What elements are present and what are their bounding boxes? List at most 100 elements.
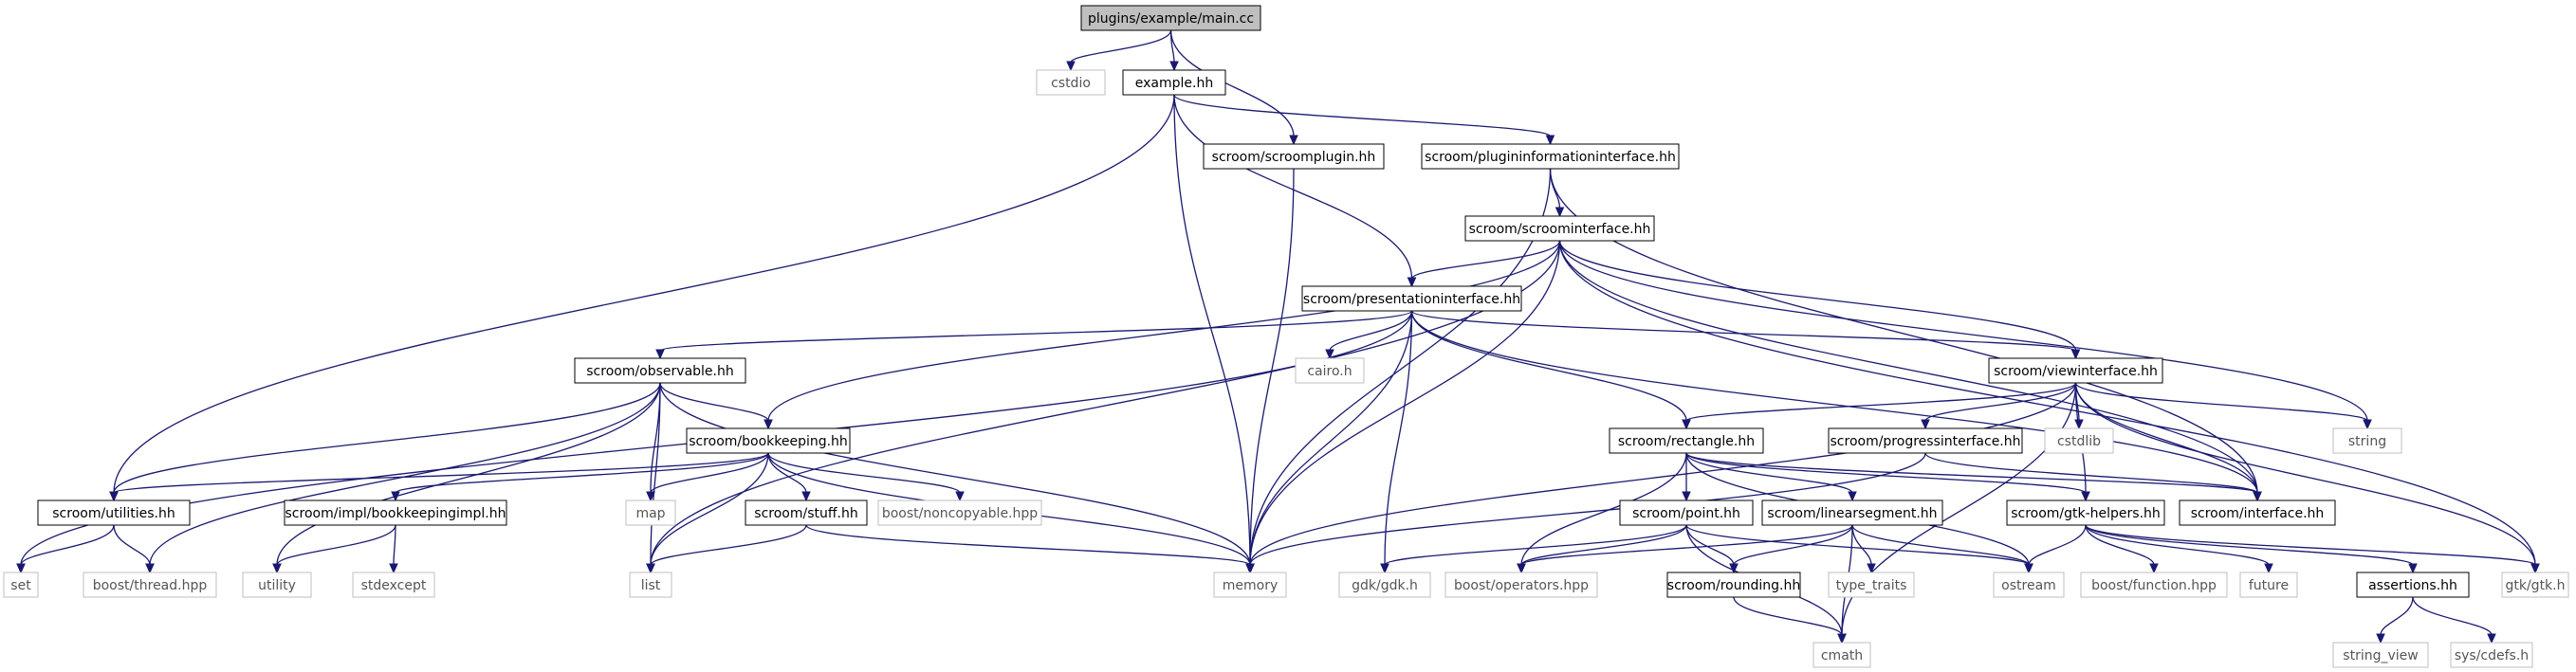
edge-gtkhelpers-to-gtk <box>2085 524 2536 566</box>
node-box-list <box>629 572 672 598</box>
node-label-main: plugins/example/main.cc <box>1088 11 1254 27</box>
edge-presentation-to-interface <box>1410 310 2258 494</box>
node-box-function <box>2080 572 2228 598</box>
node-label-gtk: gtk/gtk.h <box>2505 578 2565 593</box>
node-box-string <box>2332 427 2402 454</box>
arrowhead-gtkhelpers-to-ostream <box>2024 563 2033 574</box>
node-stuff[interactable]: scroom/stuff.hh <box>745 499 868 526</box>
node-bkimpl[interactable]: scroom/impl/bookkeepingimpl.hh <box>284 499 507 526</box>
edge-gtkhelpers-to-function <box>2085 524 2155 566</box>
edge-viewinterface-to-string <box>2074 382 2368 422</box>
node-scroominterface[interactable]: scroom/scroominterface.hh <box>1464 215 1655 242</box>
node-label-progressinterface: scroom/progressinterface.hh <box>1831 434 2021 449</box>
edge-utilities-to-thread <box>113 524 151 566</box>
node-point[interactable]: scroom/point.hh <box>1619 499 1754 526</box>
node-stdexcept: stdexcept <box>352 572 435 598</box>
node-box-plugininfo <box>1421 143 1680 170</box>
node-box-operators <box>1444 572 1598 598</box>
edge-layer <box>16 29 2540 645</box>
node-box-main <box>1080 5 1261 31</box>
node-label-linearsegment: scroom/linearsegment.hh <box>1767 506 1937 521</box>
edge-scroomplugin-to-memory <box>1249 168 1295 566</box>
edge-observable-to-utility <box>276 382 661 566</box>
node-viewinterface[interactable]: scroom/viewinterface.hh <box>1988 357 2163 384</box>
node-label-observable: scroom/observable.hh <box>586 364 734 379</box>
node-interface[interactable]: scroom/interface.hh <box>2179 499 2336 526</box>
node-string-view: string_view <box>2332 642 2429 668</box>
node-example[interactable]: example.hh <box>1122 69 1226 96</box>
node-label-example: example.hh <box>1135 76 1213 91</box>
node-label-plugininfo: scroom/plugininformationinterface.hh <box>1425 150 1676 165</box>
edge-main-to-cstdio <box>1070 29 1172 64</box>
node-gtkhelpers[interactable]: scroom/gtk-helpers.hh <box>2006 499 2165 526</box>
node-label-string: string <box>2348 434 2386 449</box>
node-box-utilities <box>37 499 191 526</box>
node-label-utility: utility <box>258 578 296 593</box>
node-box-presentation <box>1301 285 1522 312</box>
arrowhead-observable-to-bookkeeping <box>764 419 773 430</box>
node-rounding[interactable]: scroom/rounding.hh <box>1666 572 1801 598</box>
edge-presentation-to-gdk <box>1384 310 1413 566</box>
node-bookkeeping[interactable]: scroom/bookkeeping.hh <box>686 427 851 454</box>
node-box-scroominterface <box>1464 215 1655 242</box>
node-box-cstdlib <box>2044 427 2114 454</box>
node-type-traits: type_traits <box>1828 572 1915 598</box>
arrowhead-rectangle-to-gtkhelpers <box>2081 491 2090 502</box>
node-box-gdk <box>1338 572 1431 598</box>
node-label-cmath: cmath <box>1821 648 1863 663</box>
node-assertions[interactable]: assertions.hh <box>2356 572 2470 598</box>
arrowhead-rectangle-to-linearsegment <box>1848 491 1857 502</box>
arrowhead-bkimpl-to-stdexcept <box>389 563 398 574</box>
node-list: list <box>629 572 672 598</box>
node-label-rectangle: scroom/rectangle.hh <box>1618 434 1755 449</box>
edge-rounding-to-cmath <box>1733 596 1843 636</box>
node-plugininfo[interactable]: scroom/plugininformationinterface.hh <box>1421 143 1680 170</box>
node-gdk: gdk/gdk.h <box>1338 572 1431 598</box>
node-utilities[interactable]: scroom/utilities.hh <box>37 499 191 526</box>
arrowhead-bkimpl-to-utility <box>272 563 282 574</box>
node-label-operators: boost/operators.hpp <box>1454 578 1589 593</box>
arrowhead-main-to-scroomplugin <box>1289 135 1298 146</box>
node-gtk: gtk/gtk.h <box>2501 572 2569 598</box>
node-observable[interactable]: scroom/observable.hh <box>574 357 746 384</box>
arrowhead-scroominterface-to-presentation <box>1407 277 1417 288</box>
edge-observable-to-map <box>650 382 661 494</box>
node-label-set: set <box>10 578 31 593</box>
node-box-string-view <box>2332 642 2429 668</box>
node-memory: memory <box>1213 572 1287 598</box>
node-box-map <box>625 499 676 526</box>
node-label-presentation: scroom/presentationinterface.hh <box>1303 292 1520 307</box>
arrowhead-example-to-plugininfo <box>1545 135 1555 146</box>
arrowhead-viewinterface-to-string <box>2363 419 2372 430</box>
node-label-stuff: scroom/stuff.hh <box>754 506 857 521</box>
edge-observable-to-bookkeeping <box>659 382 769 422</box>
node-label-function: boost/function.hpp <box>2091 578 2217 593</box>
node-label-cdefs: sys/cdefs.h <box>2455 648 2529 663</box>
node-linearsegment[interactable]: scroom/linearsegment.hh <box>1761 499 1943 526</box>
arrowhead-gtkhelpers-to-function <box>2149 563 2159 574</box>
edge-point-to-gdk <box>1384 524 1687 566</box>
edge-viewinterface-to-gtk <box>2074 382 2536 566</box>
edge-observable-to-list <box>650 382 661 566</box>
arrowhead-rounding-to-cmath <box>1837 633 1847 645</box>
edge-bookkeeping-to-map <box>650 452 769 494</box>
node-label-gdk: gdk/gdk.h <box>1352 578 1418 593</box>
edge-rectangle-to-interface <box>1685 452 2258 494</box>
node-main[interactable]: plugins/example/main.cc <box>1080 5 1261 31</box>
node-presentation[interactable]: scroom/presentationinterface.hh <box>1301 285 1522 312</box>
node-label-assertions: assertions.hh <box>2368 578 2457 593</box>
arrowhead-gtkhelpers-to-future <box>2264 563 2273 574</box>
edge-progressinterface-to-memory <box>1249 452 1926 566</box>
node-scroomplugin[interactable]: scroom/scroomplugin.hh <box>1203 143 1385 170</box>
arrowhead-bookkeeping-to-stuff <box>801 491 811 502</box>
arrowhead-viewinterface-to-rectangle <box>1682 419 1691 430</box>
arrowhead-bookkeeping-to-noncopyable <box>955 491 965 502</box>
edge-viewinterface-to-memory <box>1249 382 2077 566</box>
node-rectangle[interactable]: scroom/rectangle.hh <box>1609 427 1764 454</box>
node-label-thread: boost/thread.hpp <box>93 578 208 593</box>
edge-example-to-utilities <box>113 94 1175 494</box>
edge-scroominterface-to-bookkeeping <box>767 240 1561 422</box>
node-progressinterface[interactable]: scroom/progressinterface.hh <box>1828 427 2023 454</box>
edge-gtkhelpers-to-assertions <box>2085 524 2414 566</box>
